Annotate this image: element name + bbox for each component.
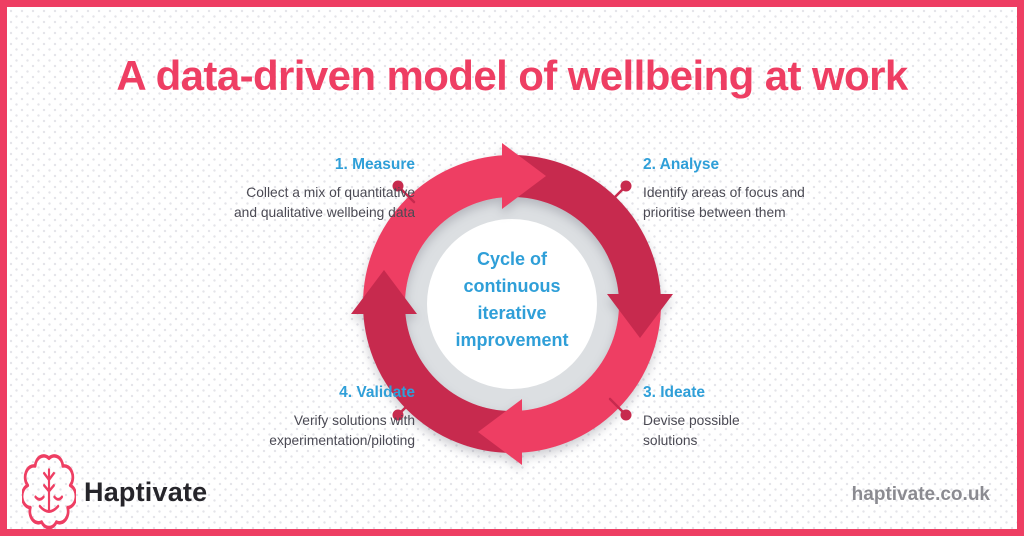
pin-dot-validate [392,409,404,421]
hub-circle [426,218,598,390]
step-title: 4. Validate [339,384,415,401]
step-description-line: solutions [643,433,698,448]
step-description-line: Devise possible [643,413,740,428]
connector-pins [398,186,626,415]
center-line: Cycle of [476,249,548,269]
step-validate: 4. Validate Verify solutions with experi… [269,384,415,451]
page-title: A data-driven model of wellbeing at work [116,52,908,99]
brand-name: Haptivate [84,477,208,507]
center-line: improvement [455,330,569,350]
step-title: 3. Ideate [643,384,706,401]
arrow-ring [351,143,673,465]
arrow-right-icon [607,294,673,338]
pin-line-measure [398,186,416,204]
connector-dots [392,180,632,421]
step-title: 1. Measure [334,156,415,173]
pin-dot-analyse [620,180,632,192]
step-description-line: prioritise between them [643,205,786,220]
arrow-top-icon [502,143,546,209]
step-ideate: 3. Ideate Devise possible solutions [643,384,740,451]
step-title: 2. Analyse [643,156,720,173]
pin-dot-measure [392,180,404,192]
pin-line-ideate [608,397,626,415]
center-line: continuous [463,276,561,296]
arrow-left-icon [351,270,417,314]
step-description-line: experimentation/piloting [269,433,415,448]
pin-dot-ideate [620,409,632,421]
brain-logo-icon [22,454,76,530]
arrow-bottom-icon [478,399,522,465]
step-analyse: 2. Analyse Identify areas of focus and p… [643,156,805,223]
step-description-line: Collect a mix of quantitative [246,185,415,200]
center-line: iterative [477,303,547,323]
cycle-center-label: Cycle of continuous iterative improvemen… [402,246,622,354]
step-description-line: Verify solutions with [293,413,415,428]
step-description-line: Identify areas of focus and [643,185,805,200]
step-description-line: and qualitative wellbeing data [233,205,415,220]
pin-line-analyse [608,186,626,204]
step-measure: 1. Measure Collect a mix of quantitative… [234,156,415,223]
website-url: haptivate.co.uk [851,484,990,505]
inner-ring [405,197,619,411]
pin-line-validate [398,397,416,415]
cycle-diagram [351,143,673,465]
